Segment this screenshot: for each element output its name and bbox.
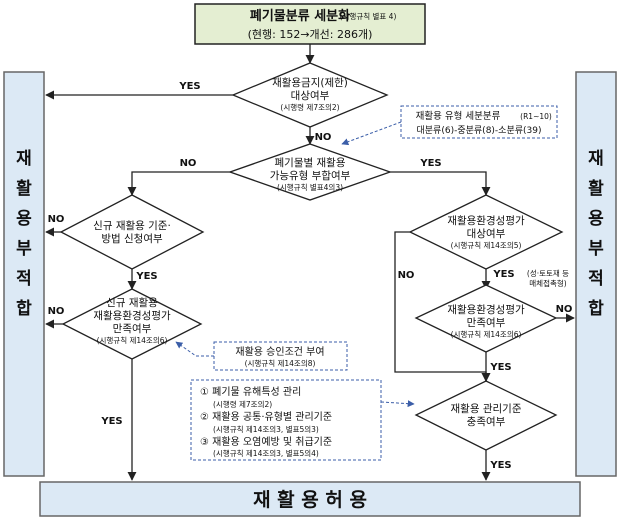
note-management-criteria — [190, 379, 382, 461]
label-d1-yes: YES — [178, 81, 200, 92]
note-types-line2: 대분류(6)-중분류(8)-소분류(39) — [417, 125, 542, 136]
note-recycling-types — [400, 105, 558, 139]
svg-text:활: 활 — [588, 178, 604, 199]
d5-line2: 대상여부 — [467, 228, 506, 240]
svg-text:재: 재 — [16, 149, 32, 169]
note-approval-ref: (시행규칙 제14조의8) — [245, 358, 316, 368]
d2-ref: (시행규칙 별표4의3) — [277, 182, 343, 192]
edge-labels: YES NO NO YES NO YES NO YES NO YES (성·토토… — [48, 81, 573, 471]
top-box-title-note: (시행규칙 별표 4) — [340, 11, 397, 21]
bottom-approval-bar — [39, 481, 581, 517]
note-types-line1-small: (R1~10) — [520, 112, 552, 121]
d7-line2: 충족여부 — [467, 416, 506, 428]
right-unsuitable-bar — [575, 71, 617, 477]
d3-line1: 신규 재활용 기준· — [93, 219, 171, 232]
right-bar-text: 재 활 용 부 적 합 — [588, 149, 604, 319]
svg-text:적: 적 — [588, 269, 604, 289]
note-criteria-item3-ref: (시행규칙 제14조의3, 별표5의4) — [213, 448, 319, 458]
d4-line1: 신규 재활용 — [106, 296, 158, 309]
label-d2-yes: YES — [419, 158, 441, 169]
label-d1-no: NO — [315, 132, 332, 143]
decision-management-criteria — [414, 380, 558, 451]
label-d2-no: NO — [180, 158, 197, 169]
decision-recycling-ban — [231, 62, 389, 128]
d7-line1: 재활용 관리기준 — [451, 402, 522, 415]
bottom-bar-label: 재 활 용 허 용 — [253, 489, 367, 511]
label-d4-yes: YES — [100, 416, 122, 427]
note-criteria-item1: ① 폐기물 유해특성 관리 — [200, 385, 301, 398]
decision-new-method-application — [59, 194, 205, 270]
svg-text:부: 부 — [16, 239, 32, 259]
d2-line1: 폐기물별 재활용 — [275, 156, 346, 169]
d3-line2: 방법 신청여부 — [101, 233, 163, 245]
note-criteria-item3: ③ 재활용 오염예방 및 취급기준 — [200, 435, 332, 448]
d5-line1: 재활용환경성평가 — [447, 214, 525, 227]
label-d5-no: NO — [398, 270, 415, 281]
d2-line2: 가능유형 부합여부 — [270, 170, 351, 182]
d4-line2: 재활용환경성평가 — [93, 309, 171, 322]
label-d5-yes-note2: 매체접촉형) — [529, 278, 566, 288]
note-types-line1: 재활용 유형 세분분류 — [416, 110, 501, 122]
svg-text:부: 부 — [588, 239, 604, 259]
label-d5-yes-note1: (성·토토재 등 — [527, 269, 569, 278]
label-d3-no: NO — [48, 214, 65, 225]
note-approval-pointer — [175, 341, 214, 357]
note-criteria-item1-ref: (시행령 제7조의2) — [213, 399, 272, 409]
note-criteria-item2-ref: (시행규칙 제14조의3, 별표5의3) — [213, 424, 319, 434]
label-d5-yes: YES — [492, 269, 514, 280]
top-box — [194, 3, 426, 45]
decision-assessment-satisfaction — [414, 284, 558, 353]
label-d7-yes: YES — [489, 460, 511, 471]
d1-line1: 재활용금지(제한) — [272, 76, 348, 89]
svg-text:용: 용 — [588, 209, 604, 229]
note-types-pointer — [341, 121, 402, 146]
d1-line2: 대상여부 — [291, 90, 330, 102]
svg-text:합: 합 — [588, 298, 604, 319]
svg-text:합: 합 — [16, 298, 32, 319]
left-bar-text: 재 활 용 부 적 합 — [16, 149, 32, 319]
decision-assessment-target — [408, 194, 564, 270]
note-approval-line1: 재활용 승인조건 부여 — [235, 345, 324, 358]
d6-line1: 재활용환경성평가 — [447, 303, 525, 316]
top-box-subtitle: (현행: 152→개선: 286개) — [248, 28, 373, 41]
d6-ref: (시행규칙 제14조의6) — [451, 329, 522, 339]
label-d6-yes: YES — [489, 362, 511, 373]
d4-ref: (시행규칙 제14조의6) — [97, 335, 168, 345]
label-d3-yes: YES — [135, 271, 157, 282]
svg-text:활: 활 — [16, 178, 32, 199]
svg-text:적: 적 — [16, 269, 32, 289]
d1-ref: (시행령 제7조의2) — [280, 102, 339, 112]
label-d6-no: NO — [556, 304, 573, 315]
note-criteria-pointer — [380, 400, 415, 408]
label-d4-no: NO — [48, 306, 65, 317]
note-approval-conditions — [213, 341, 348, 371]
d6-line2: 만족여부 — [467, 317, 506, 329]
d4-line3: 만족여부 — [113, 323, 152, 335]
top-box-title: 폐기물분류 세분화 — [250, 8, 350, 24]
d5-ref: (시행규칙 제14조의5) — [451, 240, 522, 250]
left-unsuitable-bar — [3, 71, 45, 477]
svg-text:용: 용 — [16, 209, 32, 229]
note-criteria-item2: ② 재활용 공통·유형별 관리기준 — [200, 410, 332, 423]
decision-new-assessment-satisfaction — [61, 288, 203, 360]
connectors — [45, 44, 575, 481]
svg-text:재: 재 — [588, 149, 604, 169]
decision-recycling-type-fit — [228, 143, 392, 201]
